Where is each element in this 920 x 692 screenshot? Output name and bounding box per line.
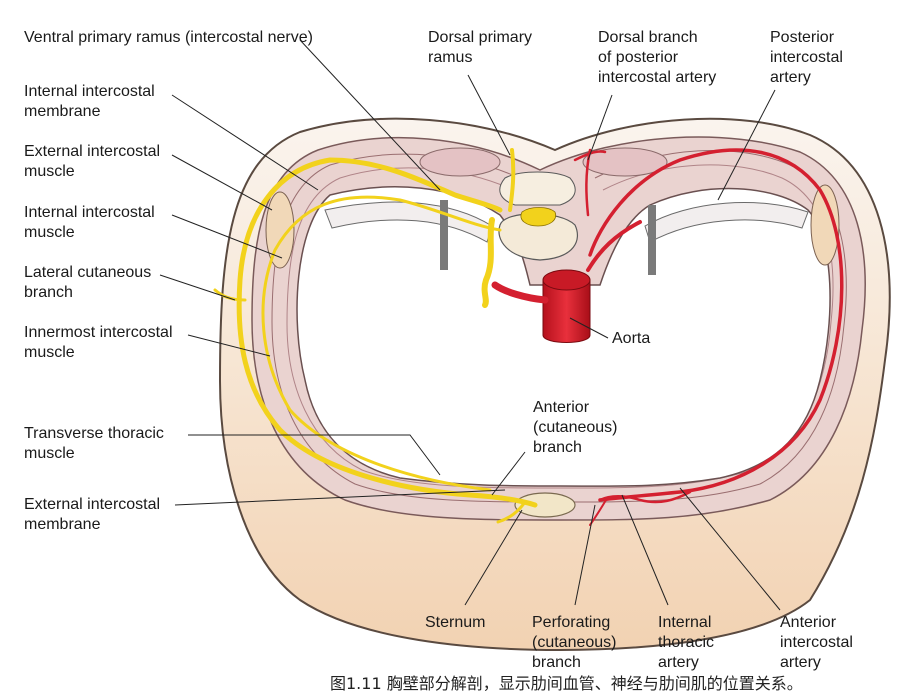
leader-internal-intercostal-membrane (171, 94, 319, 191)
label-ventral-primary-ramus: Ventral primary ramus (intercostal nerve… (24, 29, 313, 46)
label-lateral-cutaneous-branch: Lateral cutaneous branch (24, 264, 152, 301)
leader-dorsal-primary-ramus (467, 74, 511, 156)
label-internal-thoracic-artery: Internal thoracic artery (658, 614, 715, 671)
right-rib-cut (648, 205, 656, 275)
sternum-bone (514, 492, 576, 518)
leader-ventral-primary-ramus (299, 39, 441, 191)
leader-external-intercostal-membrane (174, 489, 506, 506)
posterior-intercostal-artery-vessel (588, 148, 844, 502)
spinal-cord (520, 207, 557, 227)
label-external-intercostal-membrane: External intercostal membrane (24, 496, 161, 533)
label-external-intercostal-muscle: External intercostal muscle (24, 143, 161, 180)
leader-lines (159, 39, 781, 611)
leader-innermost-intercostal-muscle (187, 334, 271, 357)
dorsal-primary-ramus-nerve (508, 148, 516, 212)
leader-external-intercostal-muscle (171, 154, 273, 211)
figure-caption: 图1.11 胸壁部分解剖，显示肋间血管、神经与肋间肌的位置关系。 (330, 674, 803, 692)
label-sternum: Sternum (425, 614, 486, 631)
leader-lateral-cutaneous-branch (159, 274, 236, 301)
leader-transverse-thoracic-muscle (188, 434, 441, 476)
label-anterior-intercostal-artery: Anterior intercostal artery (780, 614, 853, 671)
anterior-cutaneous-nerve (496, 500, 527, 524)
right-rib (644, 202, 809, 243)
paravertebral-muscle-left (419, 147, 501, 177)
label-internal-intercostal-muscle: Internal intercostal muscle (24, 204, 155, 241)
aorta-branch-right (586, 220, 642, 272)
paravertebral-muscle-right (582, 147, 668, 177)
leader-sternum (464, 509, 523, 606)
vertebral-arch (499, 171, 576, 206)
label-anterior-cutaneous-branch: Anterior (cutaneous) branch (533, 399, 618, 456)
left-rib-cut (440, 200, 448, 270)
leader-internal-thoracic-artery (621, 494, 669, 606)
leader-perforating-branch (574, 504, 596, 606)
aorta-branch-left (491, 281, 549, 304)
aorta-opening (542, 269, 591, 291)
intercostal-nerve-inner (261, 195, 502, 492)
label-aorta: Aorta (612, 330, 651, 347)
label-innermost-intercostal-muscle: Innermost intercostal muscle (24, 324, 173, 361)
aorta-vessel (542, 279, 591, 343)
leader-anterior-cutaneous-branch (491, 451, 526, 496)
label-perforating-cutaneous-branch: Perforating (cutaneous) branch (532, 614, 617, 671)
internal-thoracic-artery-vessel (598, 490, 692, 504)
label-dorsal-branch-posterior-intercostal-artery: Dorsal branch of posterior intercostal a… (598, 29, 717, 86)
scapula-left (265, 191, 295, 269)
leader-dorsal-branch-artery (587, 94, 613, 161)
leader-internal-intercostal-muscle (171, 214, 283, 259)
leader-posterior-intercostal-artery (717, 89, 776, 201)
label-internal-intercostal-membrane: Internal intercostal membrane (24, 83, 155, 120)
label-dorsal-primary-ramus: Dorsal primary ramus (428, 29, 533, 66)
leader-aorta (569, 317, 609, 339)
leader-anterior-intercostal-artery (679, 487, 781, 611)
scapula-right (810, 184, 840, 266)
sympathetic-trunk (481, 217, 495, 308)
label-transverse-thoracic-muscle: Transverse thoracic muscle (24, 425, 164, 462)
label-posterior-intercostal-artery: Posterior intercostal artery (770, 29, 843, 86)
